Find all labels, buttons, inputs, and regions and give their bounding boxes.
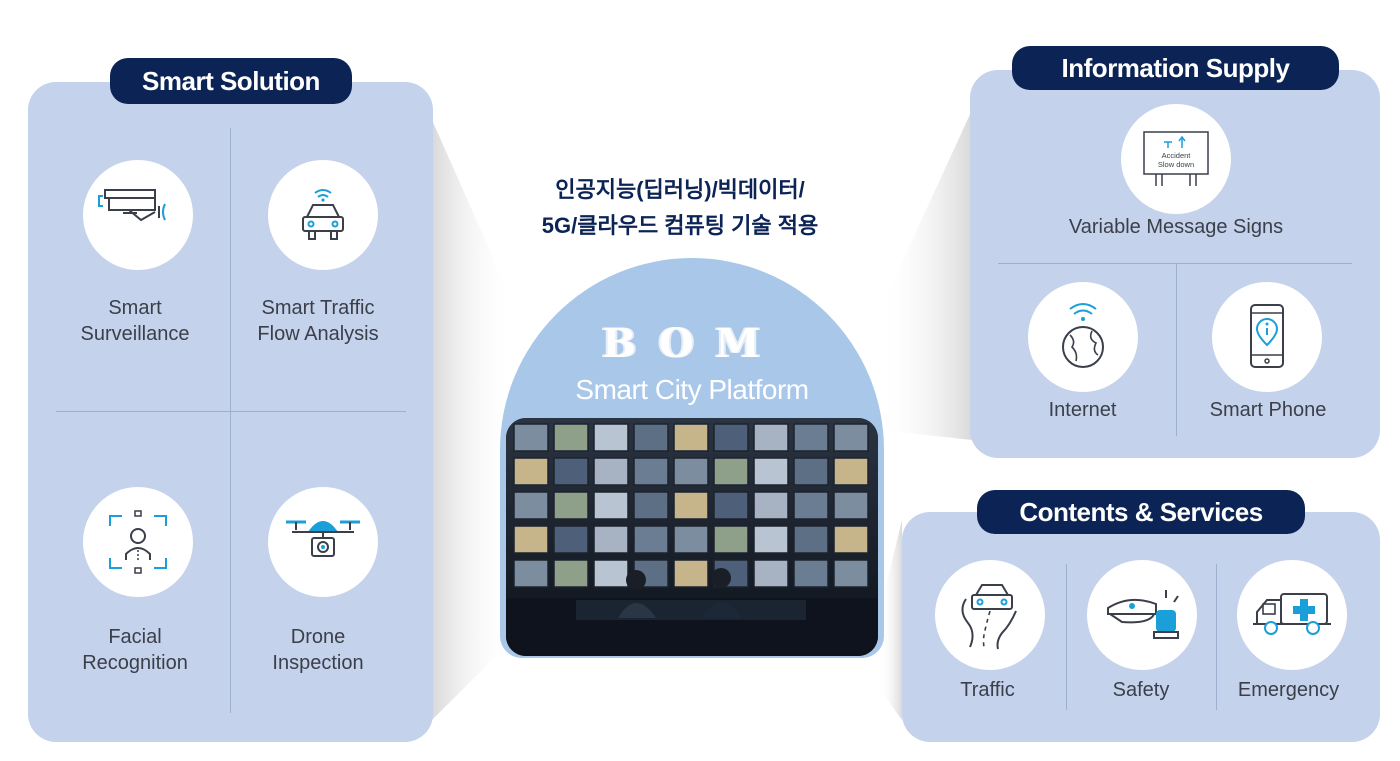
left-connector xyxy=(432,120,512,720)
monitor-screen xyxy=(753,491,789,520)
monitor-screen xyxy=(633,423,669,452)
connected-car-icon xyxy=(302,189,344,240)
drone-inspection-circle xyxy=(268,487,378,597)
drone-inspection-label: Drone Inspection xyxy=(272,626,364,674)
car-road-icon xyxy=(961,584,1017,650)
monitor-screen xyxy=(753,423,789,452)
safety-circle xyxy=(1087,560,1197,670)
globe-wifi-icon xyxy=(1062,303,1104,368)
divider xyxy=(1216,564,1217,710)
traffic-circle xyxy=(935,560,1045,670)
monitor-screen xyxy=(793,423,829,452)
monitor-screen xyxy=(793,457,829,486)
traffic-flow-circle xyxy=(268,160,378,270)
internet-circle xyxy=(1028,282,1138,392)
monitor-screen xyxy=(753,559,789,588)
traffic-label: Traffic xyxy=(960,679,1015,701)
monitor-screen xyxy=(593,559,629,588)
monitor-screen xyxy=(833,423,869,452)
sign-text-slow-down: Slow down xyxy=(1158,160,1194,169)
monitor-screen xyxy=(633,491,669,520)
monitor-screen xyxy=(593,457,629,486)
message-sign-icon: Accident Slow down xyxy=(1143,131,1209,186)
monitor-screen xyxy=(713,457,749,486)
monitor-screen xyxy=(513,525,549,554)
divider xyxy=(998,263,1352,264)
monitor-screen xyxy=(713,525,749,554)
monitor-screen xyxy=(633,525,669,554)
smart-surveillance-label: Smart Surveillance xyxy=(80,297,190,345)
bom-logo: BOM xyxy=(602,320,782,367)
monitor-screen xyxy=(593,525,629,554)
emergency-circle xyxy=(1237,560,1347,670)
contents-services-title: Contents & Services xyxy=(977,490,1305,534)
monitor-screen xyxy=(553,491,589,520)
smart-phone-label: Smart Phone xyxy=(1209,399,1327,421)
right-top-connector xyxy=(880,110,972,440)
monitor-screen xyxy=(753,457,789,486)
divider xyxy=(1066,564,1067,710)
platform-dome: BOM Smart City Platform xyxy=(500,258,884,658)
right-bottom-connector xyxy=(880,520,902,720)
monitor-screen xyxy=(593,491,629,520)
smart-solution-title: Smart Solution xyxy=(110,58,352,104)
monitor-screen xyxy=(753,525,789,554)
monitor-screen xyxy=(713,491,749,520)
divider xyxy=(230,128,231,713)
emergency-label: Emergency xyxy=(1237,679,1340,701)
divider xyxy=(56,411,406,412)
safety-label: Safety xyxy=(1112,679,1170,701)
monitor-screen xyxy=(793,559,829,588)
surveillance-circle xyxy=(83,160,193,270)
cctv-camera-icon xyxy=(98,189,166,222)
monitor-screen xyxy=(513,559,549,588)
monitor-screen xyxy=(673,423,709,452)
facial-recognition-label: Facial Recognition xyxy=(82,626,188,674)
monitor-screen xyxy=(673,491,709,520)
monitor-screen xyxy=(513,457,549,486)
message-signs-circle: Accident Slow down xyxy=(1121,104,1231,214)
monitor-screen xyxy=(793,491,829,520)
monitor-screen xyxy=(593,423,629,452)
technology-tagline: 인공지능(딥러닝)/빅데이터/ 5G/클라우드 컴퓨팅 기술 적용 xyxy=(470,172,890,244)
divider xyxy=(1176,264,1177,436)
monitor-screen xyxy=(833,525,869,554)
monitor-screen xyxy=(793,525,829,554)
monitor-screen xyxy=(553,525,589,554)
monitor-screen xyxy=(633,457,669,486)
internet-label: Internet xyxy=(1048,399,1117,421)
monitor-screen xyxy=(833,559,869,588)
platform-title: Smart City Platform xyxy=(575,374,809,405)
smart-traffic-flow-label: Smart Traffic Flow Analysis xyxy=(257,297,379,345)
monitor-screen xyxy=(833,491,869,520)
monitor-screen xyxy=(673,559,709,588)
drone-camera-icon xyxy=(286,520,360,557)
ambulance-icon xyxy=(1253,593,1331,635)
monitor-screen xyxy=(553,423,589,452)
monitor-screen xyxy=(553,457,589,486)
monitor-screen xyxy=(833,457,869,486)
monitor-screen xyxy=(513,491,549,520)
control-room-photo xyxy=(506,418,878,656)
monitor-screen xyxy=(713,423,749,452)
police-cap-siren-icon xyxy=(1106,590,1179,639)
tagline-line-1: 인공지능(딥러닝)/빅데이터/ xyxy=(555,177,805,202)
tagline-line-2: 5G/클라우드 컴퓨팅 기술 적용 xyxy=(541,213,819,238)
facial-recognition-circle xyxy=(83,487,193,597)
face-scan-icon xyxy=(109,510,167,574)
variable-message-signs-label: Variable Message Signs xyxy=(1068,216,1284,238)
information-supply-title: Information Supply xyxy=(1012,46,1339,90)
monitor-screen xyxy=(673,457,709,486)
monitor-screen xyxy=(553,559,589,588)
monitor-screen xyxy=(673,525,709,554)
monitor-screen xyxy=(513,423,549,452)
smart-phone-circle xyxy=(1212,282,1322,392)
smartphone-info-icon xyxy=(1250,304,1284,368)
sign-text-accident: Accident xyxy=(1162,151,1192,160)
